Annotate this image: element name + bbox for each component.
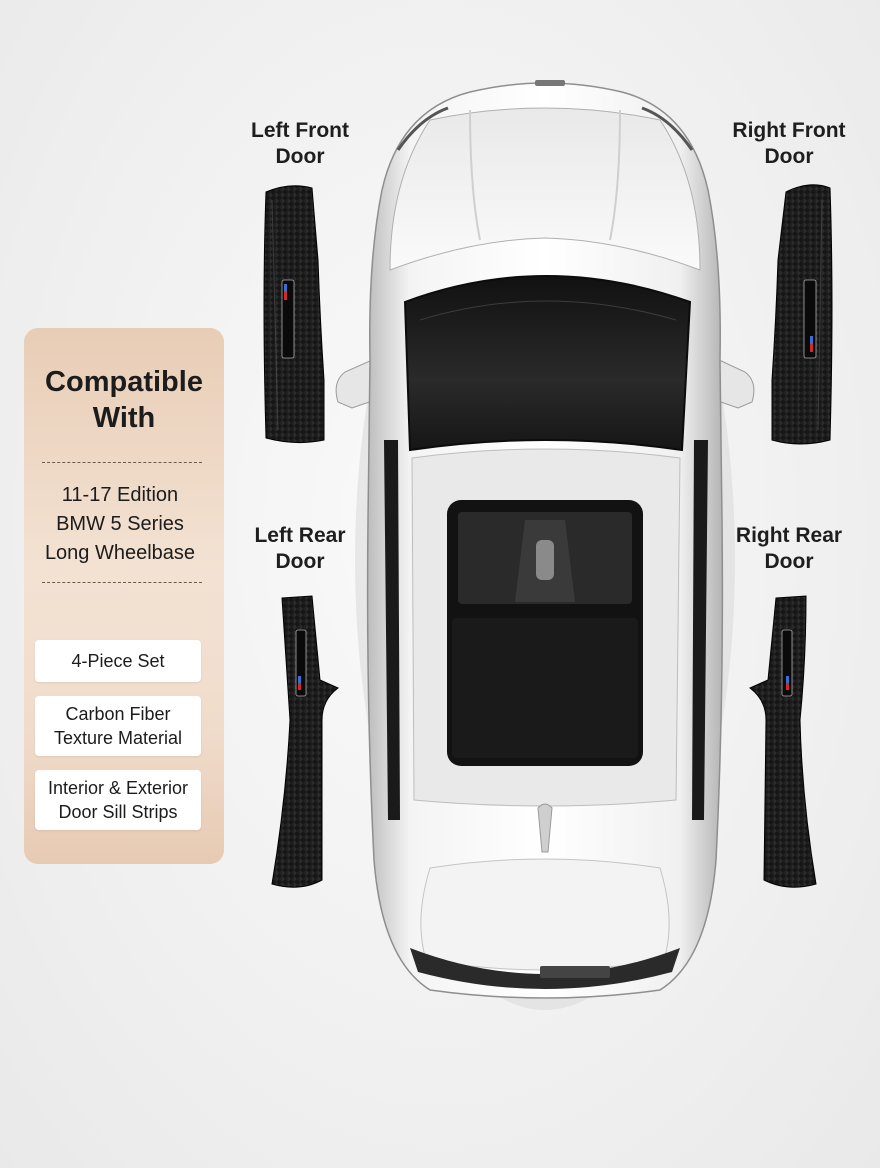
feature-1-line1: 4-Piece Set xyxy=(71,651,165,671)
left-rear-sill-strip-icon xyxy=(271,595,339,888)
label-right-front-line1: Right Front xyxy=(732,119,846,142)
label-left-front-line1: Left Front xyxy=(251,119,349,142)
divider-bottom xyxy=(42,582,202,583)
label-right-rear-door: Right Rear Door xyxy=(714,523,864,575)
label-left-rear-line1: Left Rear xyxy=(254,524,346,547)
feature-badge-sill-strips: Interior & Exterior Door Sill Strips xyxy=(35,770,201,830)
right-rear-sill-strip-icon xyxy=(749,595,817,888)
car-top-view-icon xyxy=(335,80,755,999)
left-front-sill-strip-icon xyxy=(263,185,325,444)
label-left-front-door: Left Front Door xyxy=(225,118,375,170)
right-front-sill-strip-icon xyxy=(771,184,833,445)
label-right-rear-line1: Right Rear xyxy=(735,524,843,547)
feature-2-line1: Carbon Fiber xyxy=(65,704,171,724)
compat-line-3: Long Wheelbase xyxy=(44,542,196,564)
feature-2-line2: Texture Material xyxy=(53,728,183,748)
label-right-front-line2: Door xyxy=(764,145,814,168)
panel-title: Compatible With xyxy=(24,364,224,436)
panel-title-line1: Compatible xyxy=(45,366,203,398)
panel-title-line2: With xyxy=(92,402,156,434)
feature-3-line1: Interior & Exterior xyxy=(47,778,189,798)
feature-3-line2: Door Sill Strips xyxy=(58,802,178,822)
label-right-rear-line2: Door xyxy=(764,550,814,573)
compat-line-2: BMW 5 Series xyxy=(56,513,184,535)
label-left-rear-line2: Door xyxy=(275,550,325,573)
compatibility-models: 11-17 Edition BMW 5 Series Long Wheelbas… xyxy=(24,481,216,568)
feature-badge-piece-set: 4-Piece Set xyxy=(35,640,201,682)
label-left-front-line2: Door xyxy=(275,145,325,168)
compatibility-panel: Compatible With 11-17 Edition BMW 5 Seri… xyxy=(24,328,224,864)
feature-badge-material: Carbon Fiber Texture Material xyxy=(35,696,201,756)
divider-top xyxy=(42,462,202,463)
label-left-rear-door: Left Rear Door xyxy=(225,523,375,575)
compat-line-1: 11-17 Edition xyxy=(61,484,179,506)
label-right-front-door: Right Front Door xyxy=(714,118,864,170)
